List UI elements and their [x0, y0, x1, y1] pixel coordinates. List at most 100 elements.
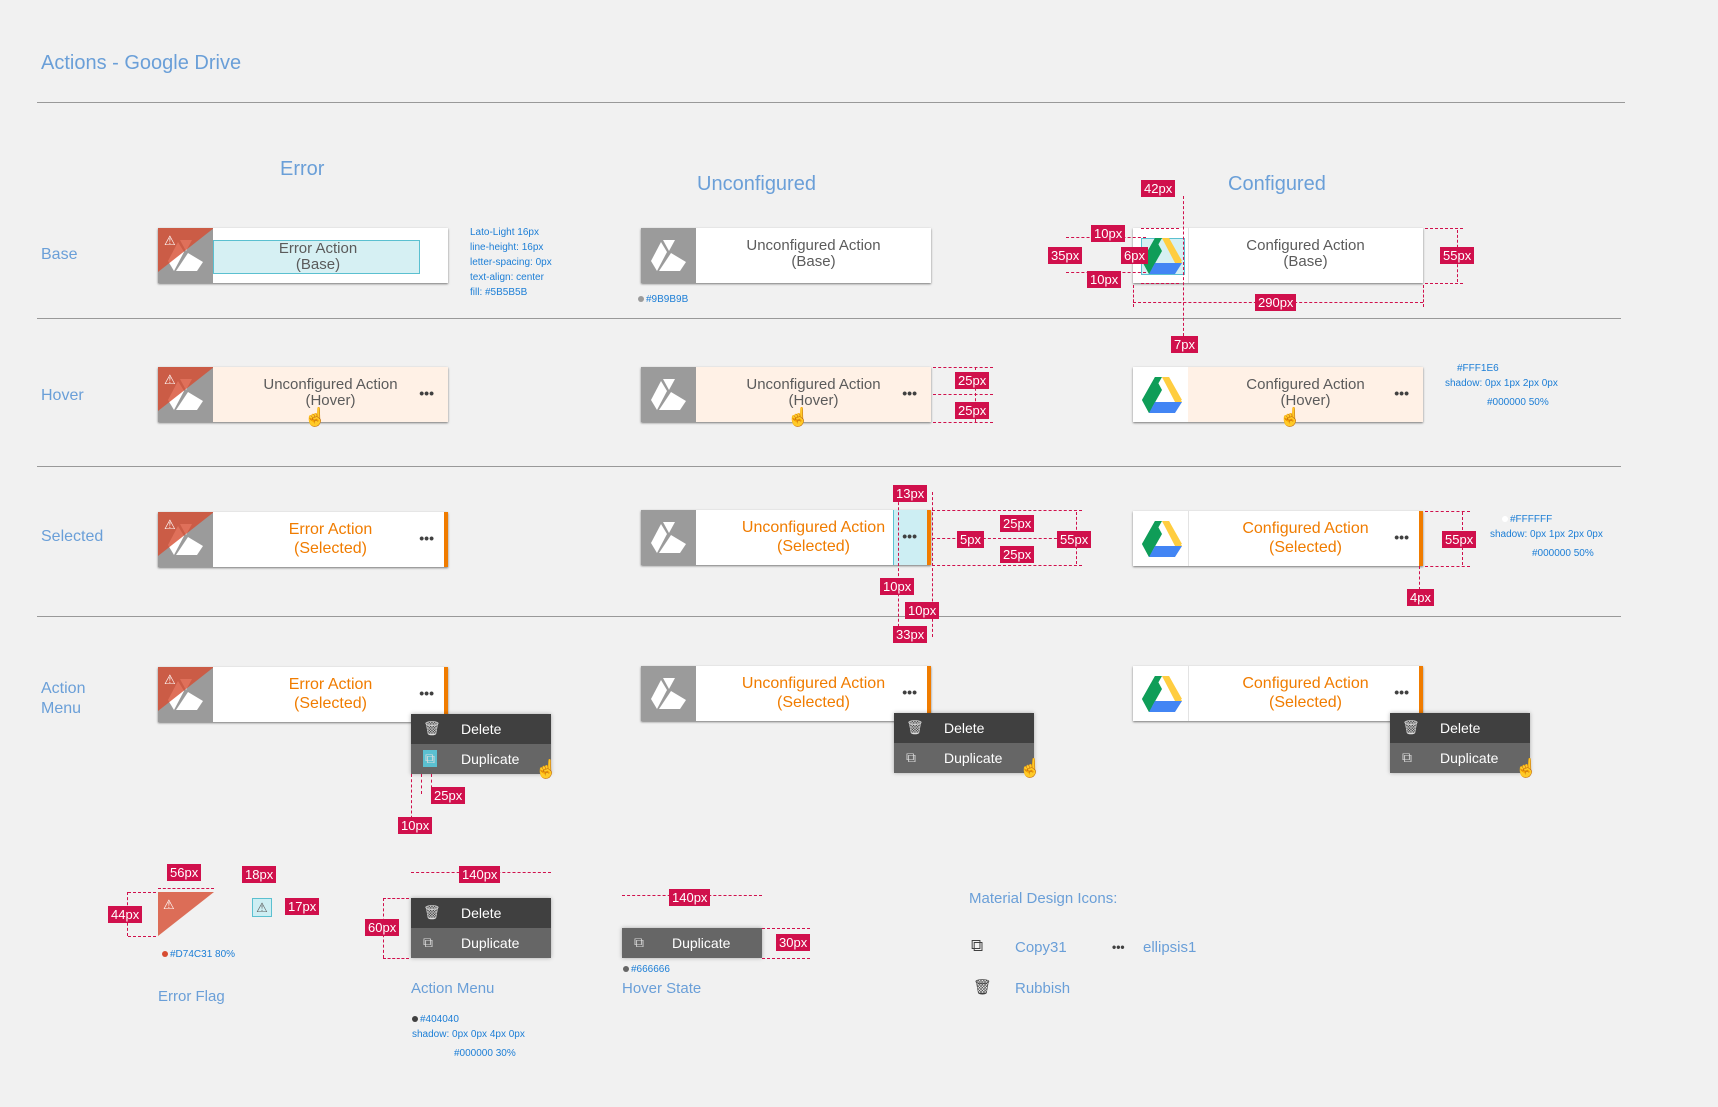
warning-icon: ⚠ — [164, 517, 176, 532]
action-menu: 🗑Delete ⧉Duplicate — [411, 714, 551, 774]
gray-color-spec: #9B9B9B — [638, 292, 688, 307]
copy-icon: ⧉ — [971, 936, 984, 955]
warning-icon: ⚠ — [164, 233, 176, 248]
card-state: (Selected) — [1269, 539, 1342, 556]
measure-tag: 7px — [1171, 336, 1198, 353]
menu-item-delete[interactable]: 🗑Delete — [1402, 719, 1481, 736]
unconfigured-action-card-base[interactable]: Unconfigured Action (Base) — [641, 228, 931, 283]
unconfigured-action-card-menu[interactable]: Unconfigured Action (Selected) ••• — [641, 666, 931, 721]
measure-tag: 44px — [108, 906, 143, 923]
card-state: (Selected) — [1269, 694, 1342, 711]
measure-tag: 140px — [459, 866, 501, 883]
divider — [37, 616, 1621, 617]
drive-icon-box: ⚠ — [158, 228, 213, 283]
hand-cursor-icon: ☝ — [304, 407, 327, 427]
hand-cursor-icon: ☝ — [1279, 407, 1302, 427]
flag-color-spec: #D74C31 80% — [162, 947, 235, 962]
menu-item-delete[interactable]: 🗑Delete — [423, 720, 502, 737]
hand-cursor-icon: ☝ — [1019, 758, 1042, 778]
menu-item-duplicate[interactable]: ⧉Duplicate — [411, 744, 551, 774]
unconfigured-action-card-selected[interactable]: Unconfigured Action (Selected) ••• — [641, 510, 931, 565]
trash-icon-label: Rubbish — [1015, 980, 1071, 997]
menu-item-delete[interactable]: 🗑Delete — [906, 719, 985, 736]
copy-icon: ⧉ — [634, 934, 644, 950]
configured-action-card-hover[interactable]: Configured Action (Hover) ••• ☝ — [1133, 367, 1423, 427]
page-title: Actions - Google Drive — [41, 52, 242, 74]
drive-icon — [1142, 521, 1182, 557]
copy-icon-label: Copy31 — [1015, 939, 1067, 956]
error-action-card-menu[interactable]: ⚠ Error Action (Selected) ••• — [158, 667, 448, 722]
card-title: Configured Action — [1242, 675, 1369, 692]
trash-icon: 🗑 — [423, 720, 441, 736]
ellipsis-icon[interactable]: ••• — [419, 685, 434, 701]
measure-tag: 10px — [1087, 271, 1122, 288]
card-state: (Selected) — [777, 694, 850, 711]
ellipsis-icon[interactable]: ••• — [419, 530, 434, 546]
selected-bar — [927, 666, 931, 721]
ellipsis-icon[interactable]: ••• — [1394, 529, 1409, 545]
error-action-card-selected[interactable]: ⚠ Error Action (Selected) ••• — [158, 512, 448, 567]
measure-tag: 4px — [1407, 589, 1434, 606]
card-state: (Selected) — [294, 695, 367, 712]
action-menu-caption: Action Menu — [411, 980, 495, 997]
error-action-card-base[interactable]: ⚠ Error Action (Base) — [158, 228, 448, 283]
ellipsis-icon[interactable]: ••• — [902, 528, 917, 544]
error-flag — [158, 667, 213, 711]
measure-tag: 25px — [955, 372, 990, 389]
drive-icon — [1142, 377, 1182, 413]
ellipsis-icon[interactable]: ••• — [1394, 684, 1409, 700]
ellipsis-icon[interactable]: ••• — [419, 385, 434, 401]
ellipsis-icon[interactable]: ••• — [902, 684, 917, 700]
measure-tag: 5px — [957, 531, 984, 548]
unconfigured-action-card-hover[interactable]: Unconfigured Action (Hover) ••• ☝ — [641, 367, 931, 427]
action-menu-sample: 🗑Delete ⧉Duplicate — [411, 898, 551, 958]
ellipsis-icon-label: ellipsis1 — [1143, 939, 1197, 956]
card-title: Configured Action — [1242, 520, 1369, 537]
selected-bar — [1419, 511, 1423, 566]
action-menu: 🗑Delete ⧉Duplicate — [894, 713, 1034, 773]
card-state: (Selected) — [777, 538, 850, 555]
ellipsis-icon[interactable]: ••• — [1394, 385, 1409, 401]
error-action-card-hover[interactable]: ⚠ Unconfigured Action (Hover) ••• ☝ — [158, 367, 448, 427]
column-configured: Configured — [1228, 173, 1326, 195]
card-title: Configured Action — [1246, 376, 1365, 393]
configured-action-card-base[interactable]: Configured Action (Base) — [1133, 228, 1423, 283]
measure-tag: 25px — [431, 787, 466, 804]
measure-tag: 10px — [880, 578, 915, 595]
warning-icon: ⚠ — [164, 672, 176, 687]
hover-state-color-spec: #666666 — [623, 962, 670, 977]
hover-state-caption: Hover State — [622, 980, 702, 997]
menu-item-delete[interactable]: 🗑Delete — [423, 904, 502, 921]
trash-icon: 🗑 — [1402, 719, 1420, 735]
menu-item-duplicate[interactable]: ⧉Duplicate — [411, 928, 551, 958]
copy-icon: ⧉ — [906, 749, 916, 765]
hand-cursor-icon: ☝ — [535, 759, 558, 779]
drive-icon — [649, 520, 689, 556]
measure-tag: 55px — [1442, 531, 1477, 548]
column-unconfigured: Unconfigured — [697, 173, 816, 195]
configured-action-card-menu[interactable]: Configured Action (Selected) ••• — [1133, 666, 1423, 721]
card-state: (Selected) — [294, 540, 367, 557]
menu-item-duplicate[interactable]: ⧉Duplicate — [894, 743, 1034, 773]
measure-tag: 35px — [1048, 247, 1083, 264]
selected-spec: #FFFFFF shadow: 0px 1px 2px 0px #000000 … — [1490, 514, 1603, 559]
measure-tag: 33px — [893, 626, 928, 643]
measure-tag: 56px — [167, 864, 202, 881]
error-flag — [158, 367, 213, 411]
action-menu: 🗑Delete ⧉Duplicate — [1390, 713, 1530, 773]
measure-tag: 10px — [1091, 225, 1126, 242]
measure-tag: 13px — [893, 485, 928, 502]
card-title: Unconfigured Action — [746, 237, 881, 254]
measure-tag: 25px — [1000, 546, 1035, 563]
warning-icon: ⚠ — [252, 898, 272, 917]
configured-action-card-selected[interactable]: Configured Action (Selected) ••• — [1133, 511, 1423, 566]
menu-item-duplicate[interactable]: ⧉Duplicate — [1390, 743, 1530, 773]
card-title: Configured Action — [1246, 237, 1365, 254]
hand-cursor-icon: ☝ — [787, 407, 810, 427]
drive-icon — [649, 238, 689, 274]
ellipsis-icon[interactable]: ••• — [902, 385, 917, 401]
menu-item-duplicate[interactable]: ⧉Duplicate — [622, 928, 762, 958]
card-title: Unconfigured Action — [741, 675, 886, 692]
error-flag-sample — [158, 892, 214, 936]
measure-tag: 25px — [955, 402, 990, 419]
